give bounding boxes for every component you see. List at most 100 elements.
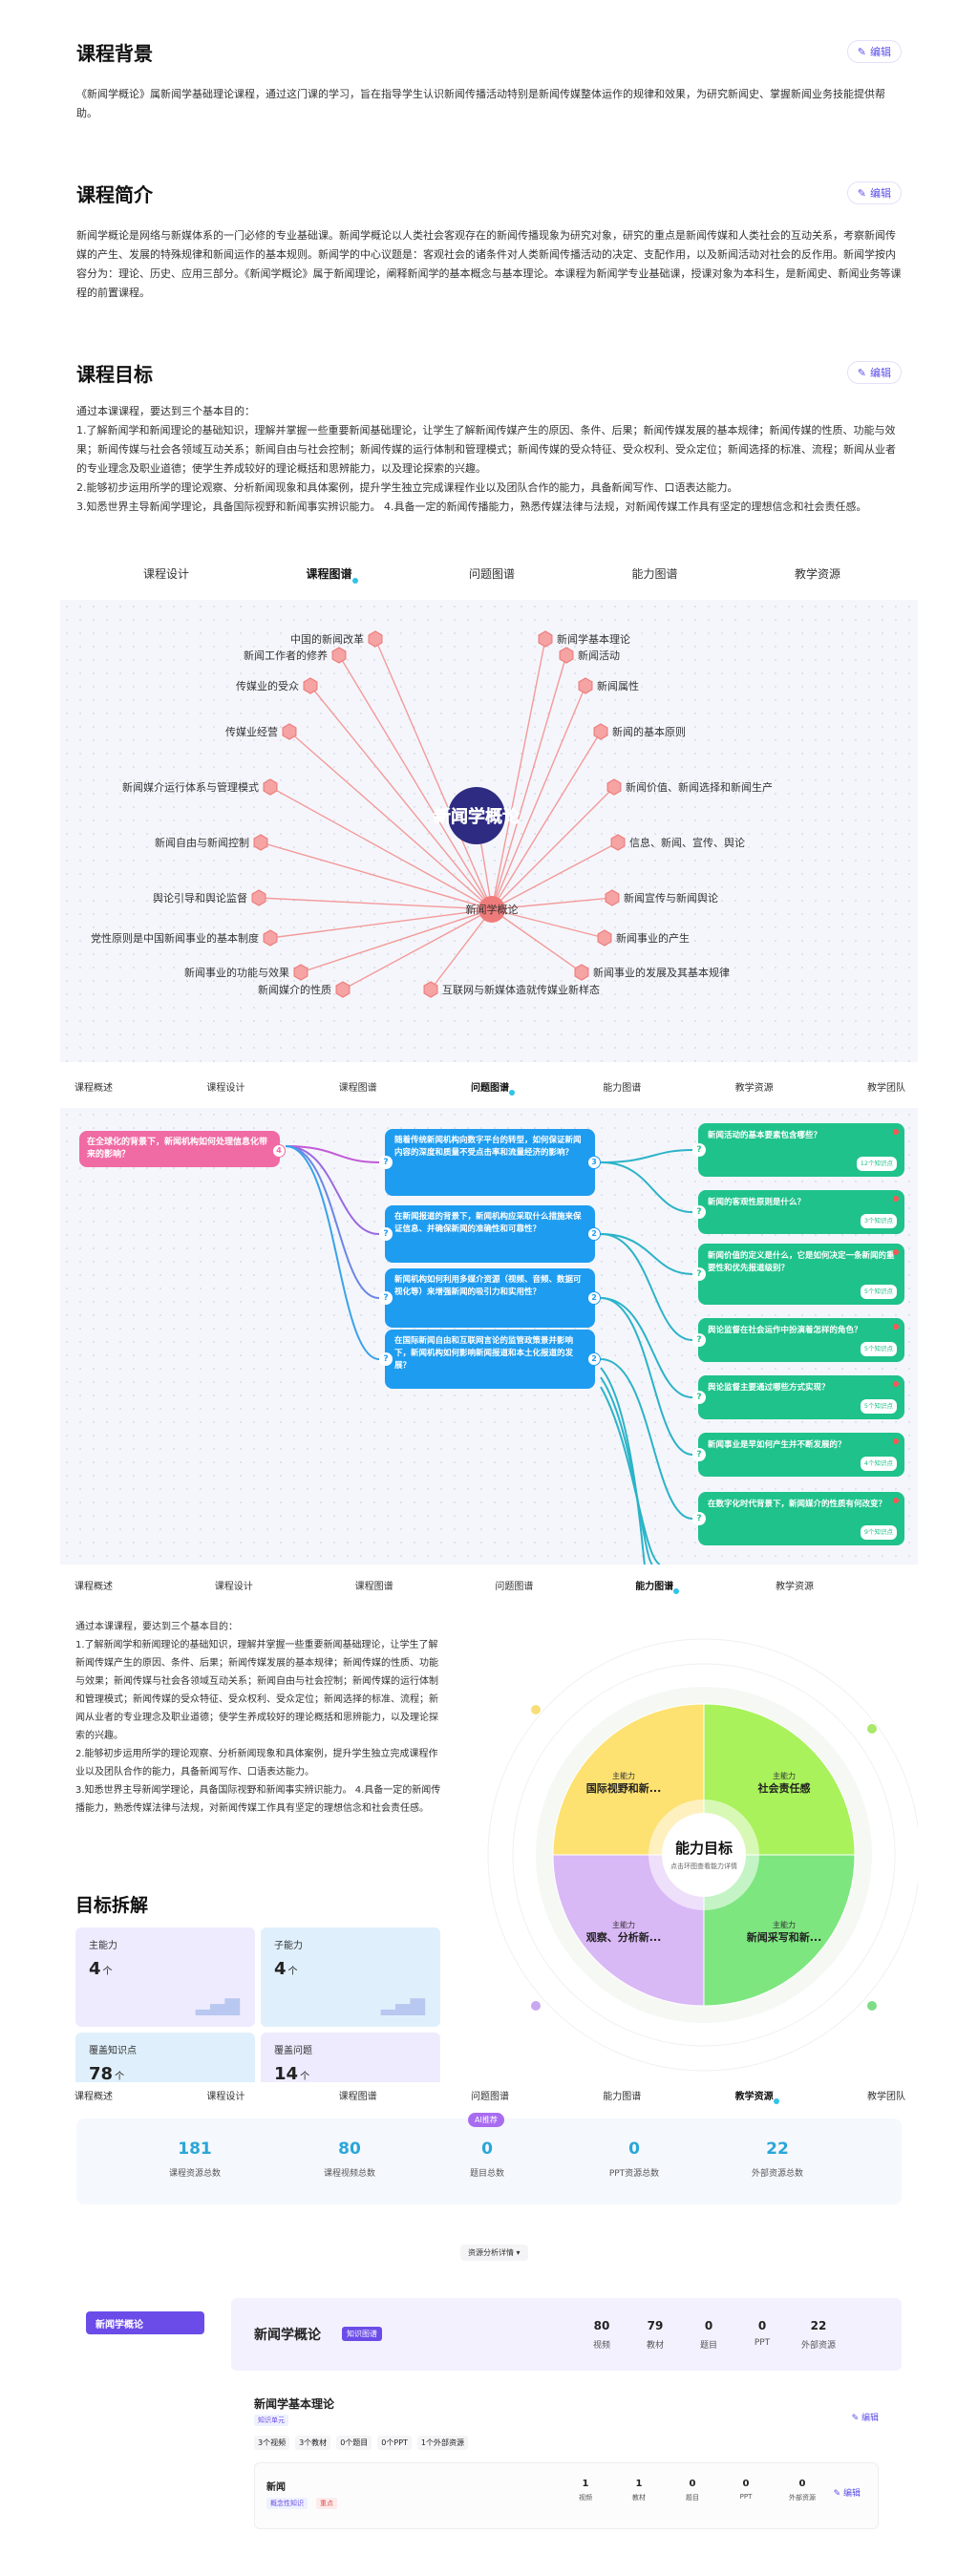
analysis-dropdown[interactable]: 资源分析详情 ▾ — [460, 2245, 528, 2261]
tab-course-graph[interactable]: 课程图谱 — [338, 1083, 377, 1094]
graph-node[interactable]: 新闻活动 — [559, 647, 620, 664]
ai-recommend-badge[interactable]: AI推荐 — [468, 2113, 504, 2127]
tab-ability-graph[interactable]: 能力图谱 — [635, 1578, 680, 1594]
status-dot-icon — [893, 1498, 899, 1503]
question-link — [600, 1149, 693, 1163]
tab-overview[interactable]: 课程概述 — [74, 1083, 113, 1094]
ability-line: 通过本课课程，要达到三个基本目的： — [75, 1622, 238, 1632]
question-link — [600, 1161, 693, 1213]
graph-edge — [338, 654, 493, 910]
graph-node[interactable]: 新闻事业的产生 — [597, 929, 690, 947]
tab-question-graph[interactable]: 问题图谱 — [471, 1079, 515, 1096]
root-question-node[interactable]: 在全球化的背景下，新闻机构如何处理信息化带来的影响？ 4 — [79, 1131, 286, 1167]
graph-node[interactable]: 新闻工作者的修养 — [244, 647, 347, 664]
tab-course-design[interactable]: 课程设计 — [206, 2092, 245, 2102]
tab-course-design[interactable]: 课程设计 — [143, 567, 190, 581]
unit-edit-button[interactable]: ✎ 编辑 — [851, 2414, 879, 2423]
tab-overview[interactable]: 课程概述 — [74, 2092, 113, 2102]
graph-node[interactable]: 新闻的基本原则 — [593, 723, 686, 740]
graph-hub-node[interactable]: 新闻学概论 — [466, 896, 519, 923]
tab-teaching-resources[interactable]: 教学资源 — [794, 567, 840, 581]
graph-node[interactable]: 新闻事业的功能与效果 — [184, 964, 308, 981]
graph-node[interactable]: 信息、新闻、宣传、舆论 — [610, 834, 745, 851]
graph-node[interactable]: 中国的新闻改革 — [290, 630, 383, 648]
tab-course-design[interactable]: 课程设计 — [206, 1083, 245, 1094]
leaf-question-node[interactable]: 舆论监督在社会运作中扮演着怎样的角色？5个知识点? — [692, 1318, 904, 1362]
leaf-question-node[interactable]: 新闻的客观性原则是什么？3个知识点? — [692, 1190, 904, 1234]
graph-edge — [491, 638, 546, 910]
goal-edit-button[interactable]: ✎编辑 — [846, 361, 902, 384]
graph-node-label: 新闻属性 — [597, 679, 639, 692]
tab-teaching-team[interactable]: 教学团队 — [866, 1083, 905, 1094]
course-title: 新闻学概论 — [254, 2328, 321, 2343]
background-edit-button[interactable]: ✎编辑 — [846, 40, 902, 63]
tab-question-graph[interactable]: 问题图谱 — [468, 567, 515, 581]
tab-question-graph[interactable]: 问题图谱 — [470, 2092, 509, 2102]
quadrant-label: 国际视野和新... — [586, 1781, 662, 1795]
knowledge-count-badge: 9个知识点 — [860, 1525, 897, 1540]
graph-node[interactable]: 党性原则是中国新闻事业的基本制度 — [91, 929, 278, 947]
background-title: 课程背景 — [76, 42, 153, 65]
sub-question-node[interactable]: 随着传统新闻机构向数字平台的转型，如何保证新闻内容的深度和质量不受点击率和流量经… — [379, 1129, 601, 1196]
ability-panel: 通过本课课程，要达到三个基本目的： 1.了解新闻学和新闻理论的基础知识，理解并掌… — [60, 1605, 918, 2082]
graph-node[interactable]: 舆论引导和舆论监督 — [153, 889, 266, 906]
graph-node[interactable]: 新闻属性 — [578, 677, 639, 694]
sub-question-node[interactable]: 在新闻报道的背景下，新闻机构应采取什么措施来保证信息、并确保新闻的准确性和可靠性… — [379, 1205, 601, 1263]
tab-ability-graph[interactable]: 能力图谱 — [631, 567, 678, 581]
knowledge-count-badge: 5个知识点 — [860, 1285, 897, 1299]
graph-node[interactable]: 新闻媒介运行体系与管理模式 — [122, 778, 278, 796]
intro-edit-button[interactable]: ✎编辑 — [846, 181, 902, 204]
graph-edge — [491, 654, 567, 910]
graph-node[interactable]: 传媒业经营 — [225, 723, 297, 740]
tab-teaching-resources[interactable]: 教学资源 — [734, 1083, 774, 1094]
leaf-question-node[interactable]: 新闻价值的定义是什么，它是如何决定一条新闻的重要性和优先报道级别？5个知识点? — [692, 1244, 904, 1305]
leaf-question-node[interactable]: 新闻事业是早如何产生并不断发展的？4个知识点? — [692, 1433, 904, 1477]
graph-node[interactable]: 新闻宣传与新闻舆论 — [605, 889, 718, 906]
point-edit-button[interactable]: ✎ 编辑 — [833, 2489, 861, 2499]
tab-course-design[interactable]: 课程设计 — [214, 1582, 253, 1592]
tab-overview[interactable]: 课程概述 — [74, 1582, 113, 1592]
tab-course-graph[interactable]: 课程图谱 — [306, 567, 358, 584]
sub-question-node[interactable]: 在国际新闻自由和互联网言论的监管政策景并影响下，新闻机构如何影响新闻报道和本土化… — [379, 1330, 601, 1389]
ability-line: 2.能够初步运用所学的理论观察、分析新闻现象和具体案例，提升学生独立完成课程作业… — [75, 1749, 438, 1778]
ability-wheel[interactable]: 主能力国际视野和新...主能力社会责任感主能力观察、分析新...主能力新闻采写和… — [459, 1605, 918, 2082]
graph-node[interactable]: 互联网与新媒体造就传媒业新样态 — [423, 981, 600, 998]
tab-teaching-team[interactable]: 教学团队 — [866, 2092, 905, 2102]
tab-course-graph[interactable]: 课程图谱 — [338, 2092, 377, 2102]
graph-edge — [491, 841, 619, 910]
sub-question-node[interactable]: 新闻机构如何利用多媒介资源（视频、音频、数据可视化等）来增强新闻的吸引力和实用性… — [379, 1268, 601, 1328]
tab-ability-graph[interactable]: 能力图谱 — [603, 2092, 642, 2102]
tab-teaching-resources[interactable]: 教学资源 — [775, 1582, 814, 1592]
tab-question-graph[interactable]: 问题图谱 — [495, 1582, 534, 1592]
graph-node[interactable]: 新闻自由与新闻控制 — [155, 834, 268, 851]
resource-side-item[interactable]: 新闻学概论 — [86, 2311, 204, 2334]
graph-node[interactable]: 传媒业的受众 — [236, 677, 318, 694]
graph-node[interactable]: 新闻学基本理论 — [538, 630, 630, 648]
course-intro-section: 课程简介 ✎编辑 新闻学概论是网络与新媒体系的一门必修的专业基础课。新闻学概论以… — [0, 180, 978, 303]
leaf-question-node[interactable]: 新闻活动的基本要素包含哪些？12个知识点? — [692, 1123, 904, 1177]
graph-node-label: 新闻学基本理论 — [557, 632, 630, 646]
graph-center-node[interactable]: 新闻学概论 — [434, 787, 521, 844]
tab-ability-graph[interactable]: 能力图谱 — [603, 1083, 642, 1094]
leaf-question-node[interactable]: 舆论监督主要通过哪些方式实现？5个知识点? — [692, 1375, 904, 1419]
graph-node[interactable]: 新闻价值、新闻选择和新闻生产 — [606, 778, 773, 796]
graph-node[interactable]: 新闻媒介的性质 — [258, 981, 351, 998]
graph-center-label: 新闻学概论 — [434, 806, 521, 827]
graph-edge — [300, 908, 493, 973]
tab-bar-2: 课程概述 课程设计 课程图谱 问题图谱 能力图谱 教学资源 教学团队 — [74, 1079, 905, 1096]
tab-teaching-resources[interactable]: 教学资源 — [735, 2088, 779, 2104]
decor-dot — [867, 1724, 877, 1734]
graph-node[interactable]: 新闻事业的发展及其基本规律 — [574, 964, 730, 981]
child-count-badge: 2 — [587, 1352, 601, 1366]
question-icon: ? — [692, 1205, 706, 1219]
leaf-question-node[interactable]: 在数字化时代背景下，新闻媒介的性质有何改变？9个知识点? — [692, 1492, 904, 1545]
tab-course-graph[interactable]: 课程图谱 — [354, 1582, 393, 1592]
